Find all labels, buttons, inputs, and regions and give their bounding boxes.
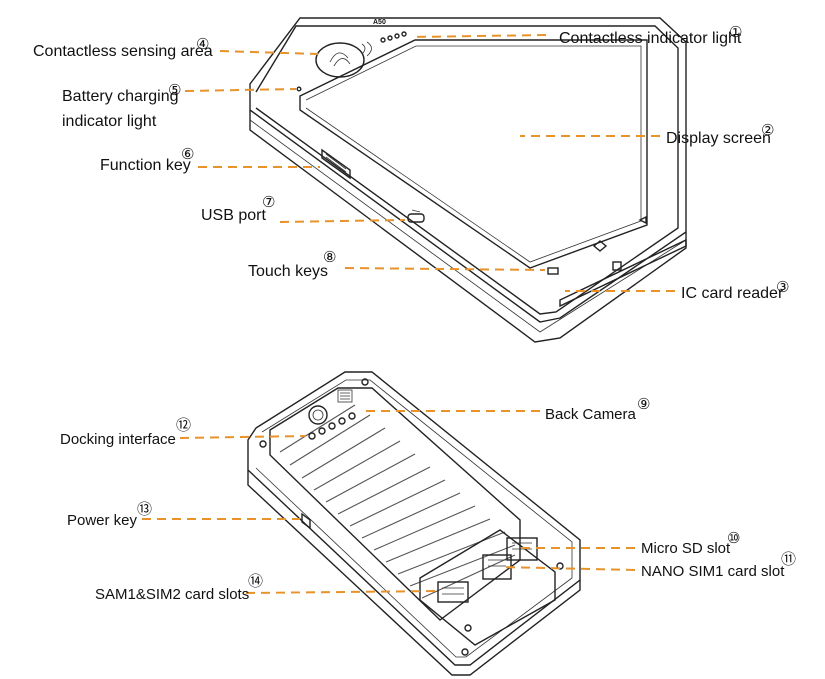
- label-ic-card-reader: IC card reader: [681, 285, 784, 302]
- card-slots-area: [419, 529, 556, 646]
- leader-docking: [179, 435, 307, 439]
- power-key-button: [301, 512, 311, 530]
- front-device: A50: [249, 17, 687, 343]
- label-function-key: Function key: [100, 157, 191, 174]
- contactless-sensing-area-icon: [315, 41, 372, 78]
- num-7: ⑦: [262, 193, 275, 211]
- ic-card-reader-slot: [559, 238, 687, 308]
- label-power-key: Power key: [67, 512, 138, 529]
- sam-sim2-slot: [437, 581, 469, 603]
- num-4: ④: [196, 35, 209, 53]
- label-micro-sd-slot: Micro SD slot: [641, 540, 731, 557]
- contactless-indicator-lights: [380, 31, 407, 43]
- label-touch-keys: Touch keys: [248, 263, 328, 280]
- num-14: ⑭: [248, 572, 263, 590]
- leader-usb: [279, 219, 406, 223]
- num-9: ⑨: [637, 395, 650, 413]
- num-3: ③: [776, 278, 789, 296]
- leader-contactless-indicator: [411, 34, 547, 38]
- num-13: ⑬: [137, 500, 152, 518]
- docking-interface-pins: [308, 412, 356, 440]
- function-key-button: [321, 148, 351, 180]
- num-5: ⑤: [168, 81, 181, 99]
- touch-keys-icons: [547, 215, 647, 275]
- num-6: ⑥: [181, 145, 194, 163]
- leader-touch-keys: [344, 267, 546, 271]
- leader-card-slots: [245, 590, 439, 594]
- num-2: ②: [761, 121, 774, 139]
- label-battery-charging: Battery charging: [62, 88, 179, 105]
- num-12: ⑫: [176, 416, 191, 434]
- label-sam1-sim2-card-slots: SAM1&SIM2 card slots: [95, 586, 249, 603]
- label-nano-sim1-card-slot: NANO SIM1 card slot: [641, 563, 785, 580]
- model-label: A50: [373, 19, 386, 26]
- label-display-screen: Display screen: [666, 130, 771, 147]
- back-ribbed-panel: [269, 387, 521, 621]
- label-contactless-indicator-light: Contactless indicator light: [559, 30, 742, 47]
- usb-port-icon: [407, 209, 425, 223]
- leader-nano-sim1: [499, 566, 636, 571]
- label-docking-interface: Docking interface: [60, 431, 176, 448]
- num-11: ⑪: [781, 550, 796, 568]
- num-10: ⑩: [727, 529, 740, 547]
- label-contactless-sensing-area: Contactless sensing area: [33, 43, 213, 60]
- num-1: ①: [729, 23, 742, 41]
- label-back-camera: Back Camera: [545, 406, 637, 423]
- battery-charging-indicator: [296, 86, 302, 92]
- num-8: ⑧: [323, 248, 336, 266]
- leader-contactless-sensing: [219, 50, 319, 55]
- label-usb-port: USB port: [201, 207, 266, 224]
- back-camera-module: [308, 389, 353, 425]
- label-battery-indicator-light: indicator light: [62, 113, 157, 130]
- back-device: [247, 371, 581, 676]
- leader-battery: [184, 88, 297, 92]
